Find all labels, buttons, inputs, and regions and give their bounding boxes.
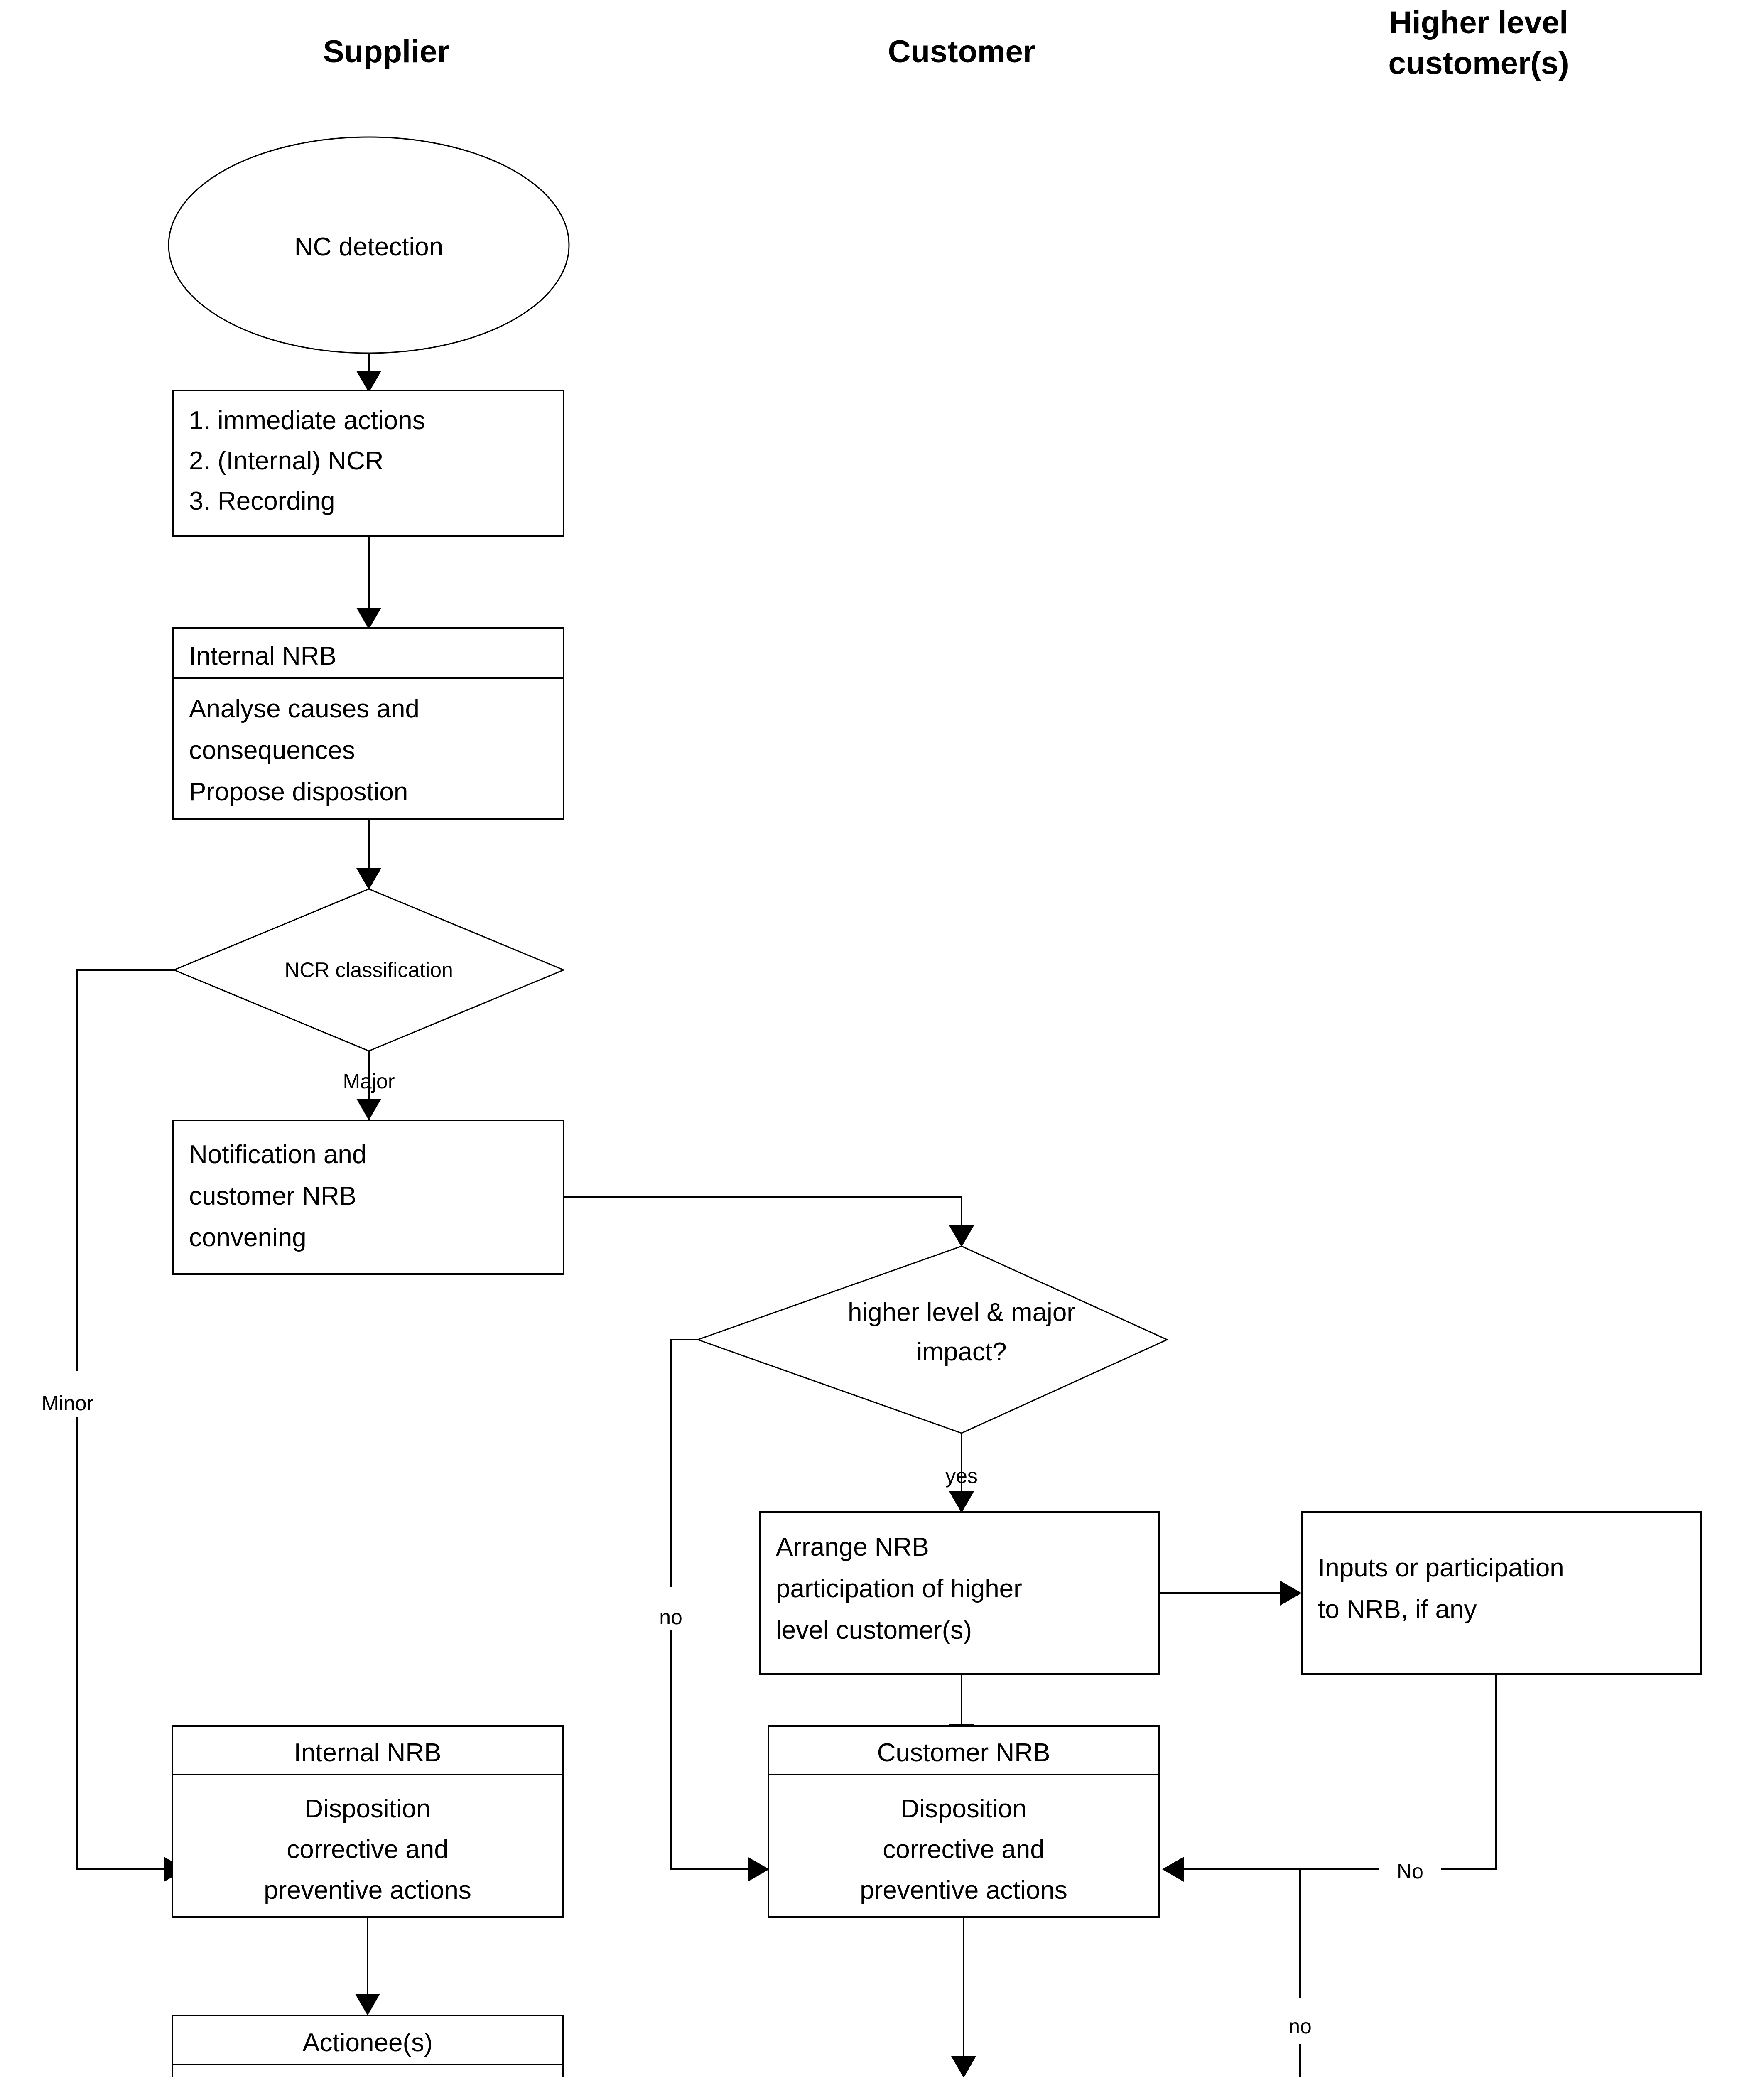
edge-label-minor-backdrop xyxy=(38,1371,159,1417)
node-internal-nrb-disposition-header: Internal NRB xyxy=(294,1738,442,1767)
arrowhead-impact-yes xyxy=(949,1491,974,1513)
node-customer-nrb-disposition-line2: corrective and xyxy=(883,1835,1044,1864)
arrowhead-nc-to-immediate xyxy=(356,371,381,393)
node-actionees xyxy=(172,2015,564,2077)
lane-title-higher-line1: Higher level xyxy=(1389,5,1568,40)
node-internal-nrb-analyse xyxy=(172,627,564,820)
lane-title-supplier: Supplier xyxy=(323,34,449,69)
node-actionees-header: Actionee(s) xyxy=(302,2028,433,2057)
arrowhead-internalnrb-to-classification xyxy=(356,868,381,890)
node-arrange-nrb-line1: Arrange NRB xyxy=(776,1533,929,1561)
arrowhead-impact-no-to-customer-nrb xyxy=(748,1857,769,1882)
connector-notification-to-impact xyxy=(564,1196,962,1225)
arrowhead-classification-major xyxy=(356,1099,381,1120)
node-arrange-nrb-participation xyxy=(759,1511,1160,1675)
edge-label-no-right-upper-backdrop xyxy=(1379,1844,1441,1890)
node-arrange-nrb-line2: participation of higher xyxy=(776,1574,1022,1603)
node-immediate-actions-line2: 2. (Internal) NCR xyxy=(189,447,384,475)
edge-label-minor: Minor xyxy=(42,1392,93,1415)
arrowhead-customer-nrb-to-rfw xyxy=(951,2056,976,2077)
arrowhead-internal-disposition-to-actionees xyxy=(355,1994,380,2016)
arrowhead-arrange-to-inputs xyxy=(1280,1581,1302,1606)
node-notification-convening xyxy=(172,1120,564,1275)
connector-inputs-no-to-customer-nrb xyxy=(1184,1674,1497,1870)
node-customer-nrb-disposition xyxy=(768,1725,1160,1918)
node-immediate-actions-line1: 1. immediate actions xyxy=(189,406,425,435)
edge-label-no-left: no xyxy=(659,1606,682,1629)
node-arrange-nrb-line3: level customer(s) xyxy=(776,1616,972,1645)
node-internal-nrb-disposition xyxy=(172,1725,564,1918)
node-immediate-actions-line3: 3. Recording xyxy=(189,487,335,516)
node-nc-detection-label: NC detection xyxy=(294,233,443,261)
node-inputs-participation-line1: Inputs or participation xyxy=(1318,1554,1564,1582)
node-customer-nrb-disposition-line1: Disposition xyxy=(900,1795,1026,1823)
node-customer-nrb-disposition-line3: preventive actions xyxy=(860,1876,1067,1905)
edge-label-no-right-lower-backdrop xyxy=(1267,1998,1333,2044)
lane-title-customer: Customer xyxy=(888,34,1035,69)
node-notification-convening-line2: customer NRB xyxy=(189,1182,356,1210)
arrowhead-immediate-to-internalnrb xyxy=(356,608,381,629)
node-impact-line1: higher level & major xyxy=(848,1298,1075,1327)
lane-title-higher-line2: customer(s) xyxy=(1389,46,1569,81)
node-impact-line2: impact? xyxy=(916,1338,1006,1366)
node-internal-nrb-analyse-line2: consequences xyxy=(189,736,355,765)
node-notification-convening-line3: convening xyxy=(189,1223,307,1252)
connector-rfw-no xyxy=(1299,1869,1301,2077)
node-customer-nrb-disposition-header: Customer NRB xyxy=(877,1738,1050,1767)
edge-label-no-left-backdrop xyxy=(635,1587,708,1630)
edge-label-yes: yes xyxy=(945,1464,978,1488)
edge-label-major: Major xyxy=(343,1070,395,1093)
arrowhead-inputs-no-to-customer-nrb xyxy=(1162,1857,1184,1882)
arrowhead-notification-to-impact xyxy=(949,1225,974,1247)
node-internal-nrb-analyse-header: Internal NRB xyxy=(189,642,336,670)
node-inputs-participation-line2: to NRB, if any xyxy=(1318,1595,1477,1624)
node-internal-nrb-analyse-line3: Propose dispostion xyxy=(189,778,408,806)
connector-classification-minor xyxy=(76,969,174,1870)
node-notification-convening-line1: Notification and xyxy=(189,1140,366,1169)
node-immediate-actions xyxy=(172,390,564,537)
edge-label-no-right-upper: No xyxy=(1397,1860,1423,1883)
node-internal-nrb-disposition-line2: corrective and xyxy=(287,1835,448,1864)
node-internal-nrb-disposition-line1: Disposition xyxy=(304,1795,430,1823)
node-internal-nrb-analyse-line1: Analyse causes and xyxy=(189,695,420,723)
node-internal-nrb-disposition-line3: preventive actions xyxy=(264,1876,471,1905)
edge-label-no-right-lower: no xyxy=(1288,2015,1312,2038)
node-ncr-classification-label: NCR classification xyxy=(285,958,453,982)
node-inputs-participation xyxy=(1301,1511,1702,1675)
